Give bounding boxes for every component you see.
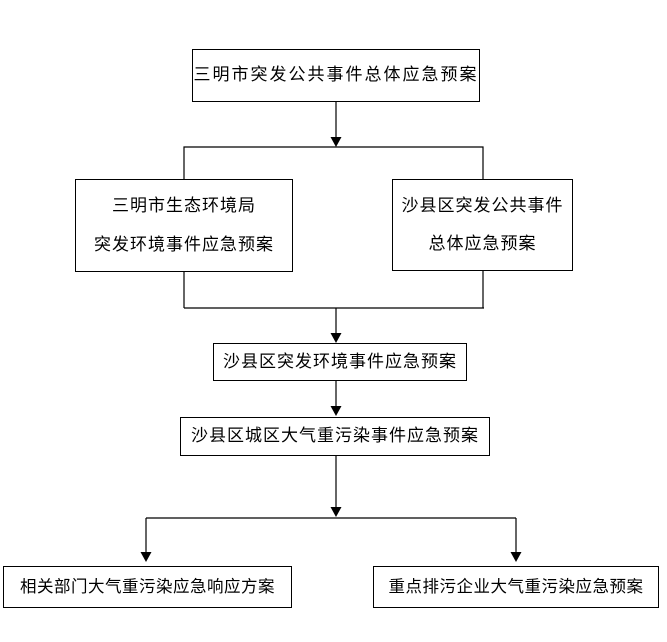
node-label: 相关部门大气重污染应急响应方案 bbox=[20, 577, 275, 597]
arrowhead-down-icon bbox=[330, 507, 342, 517]
node-label-line1: 三明市生态环境局 bbox=[112, 196, 256, 216]
connector-split-to-enterprises bbox=[510, 518, 522, 562]
node-label: 三明市突发公共事件总体应急预案 bbox=[193, 65, 479, 85]
arrowhead-down-icon bbox=[140, 552, 152, 562]
node-label: 沙县区城区大气重污染事件应急预案 bbox=[191, 426, 479, 446]
node-shaxian-total-plan: 沙县区突发公共事件 总体应急预案 bbox=[392, 179, 573, 271]
node-label: 沙县区突发环境事件应急预案 bbox=[223, 351, 457, 371]
connector-merge-to-shaxian-env bbox=[330, 308, 342, 343]
split-bar-level2 bbox=[183, 146, 484, 179]
node-key-enterprises-plan: 重点排污企业大气重污染应急预案 bbox=[373, 566, 659, 608]
node-shaxian-air-pollution-plan: 沙县区城区大气重污染事件应急预案 bbox=[180, 417, 490, 456]
node-eco-bureau-env-plan: 三明市生态环境局 突发环境事件应急预案 bbox=[75, 179, 293, 272]
arrowhead-down-icon bbox=[330, 406, 342, 416]
arrowhead-down-icon bbox=[510, 552, 522, 562]
arrowhead-down-icon bbox=[330, 333, 342, 343]
connector-air-to-split bbox=[330, 456, 342, 517]
node-label-line1: 沙县区突发公共事件 bbox=[401, 195, 564, 215]
connector-env-to-air bbox=[330, 381, 342, 416]
arrowhead-down-icon bbox=[330, 137, 342, 147]
node-label: 重点排污企业大气重污染应急预案 bbox=[388, 577, 644, 597]
node-sanming-total-plan: 三明市突发公共事件总体应急预案 bbox=[192, 49, 480, 102]
node-departments-response-plan: 相关部门大气重污染应急响应方案 bbox=[3, 566, 292, 608]
node-shaxian-env-plan: 沙县区突发环境事件应急预案 bbox=[213, 343, 467, 381]
node-label-line2: 突发环境事件应急预案 bbox=[94, 234, 274, 254]
node-label-line2: 总体应急预案 bbox=[428, 234, 537, 253]
connector-top-to-split bbox=[330, 102, 342, 147]
connector-split-to-departments bbox=[140, 518, 152, 562]
